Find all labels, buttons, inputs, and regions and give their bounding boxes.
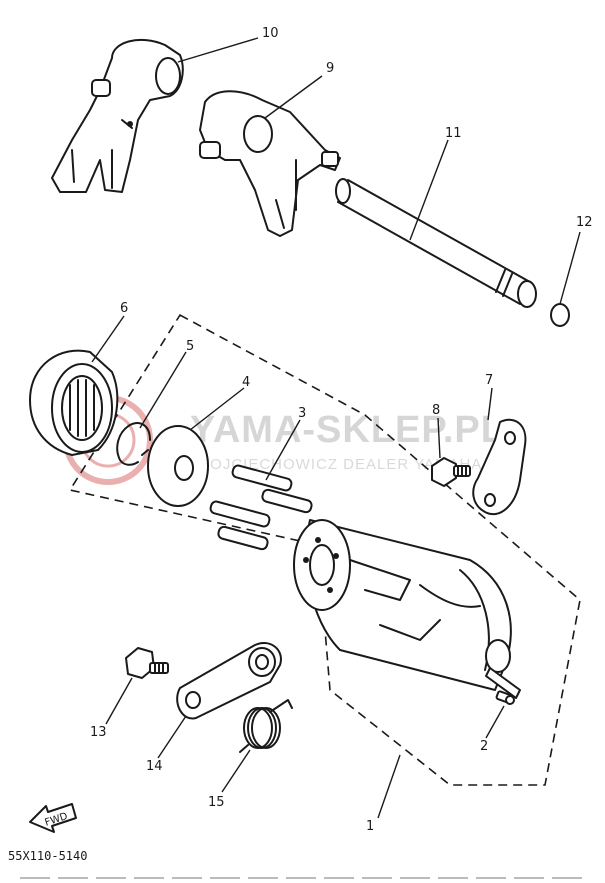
diagram-code: 55X110-5140 <box>8 849 87 863</box>
callout-13: 14 <box>146 759 163 774</box>
torsion-spring <box>239 699 293 753</box>
callout-4: 4 <box>242 375 250 390</box>
callout-12: 12 <box>576 215 593 230</box>
dowel-pins <box>209 464 313 551</box>
callout-7: 7 <box>485 373 493 388</box>
callout-numbers: 10 9 11 12 6 5 4 3 7 8 1 2 13 14 15 <box>90 26 593 834</box>
forward-arrow-icon: FWD <box>29 803 77 833</box>
watermark-subtitle: WOJCIECHOWICZ DEALER YAMAHA <box>195 456 482 473</box>
watermark-title: YAMA-SKLEP.PL <box>190 409 505 451</box>
circlip <box>116 422 151 466</box>
callout-8: 8 <box>432 403 440 418</box>
washer <box>147 425 209 507</box>
callout-3: 3 <box>298 406 306 421</box>
bolt-14 <box>125 647 169 679</box>
bearing <box>29 349 119 456</box>
callout-14: 13 <box>90 725 107 740</box>
callout-2: 2 <box>480 739 488 754</box>
callout-1: 1 <box>366 819 374 834</box>
callout-6: 6 <box>120 301 128 316</box>
callout-15: 15 <box>208 795 225 810</box>
guide-bar <box>335 178 537 308</box>
callout-9: 9 <box>326 61 334 76</box>
leader-lines <box>91 37 581 819</box>
bolt <box>431 457 471 487</box>
callout-11: 11 <box>445 126 462 141</box>
shift-cam <box>293 519 521 699</box>
stopper-lever <box>176 642 282 720</box>
stopper-plate <box>472 418 527 516</box>
shift-fork-1 <box>51 38 184 193</box>
o-ring <box>550 303 570 327</box>
shift-fork-2 <box>199 90 341 237</box>
callout-10: 10 <box>262 26 279 41</box>
callout-5: 5 <box>186 339 194 354</box>
pin <box>495 690 515 705</box>
watermark: YAMA-SKLEP.PL WOJCIECHOWICZ DEALER YAMAH… <box>63 395 505 485</box>
